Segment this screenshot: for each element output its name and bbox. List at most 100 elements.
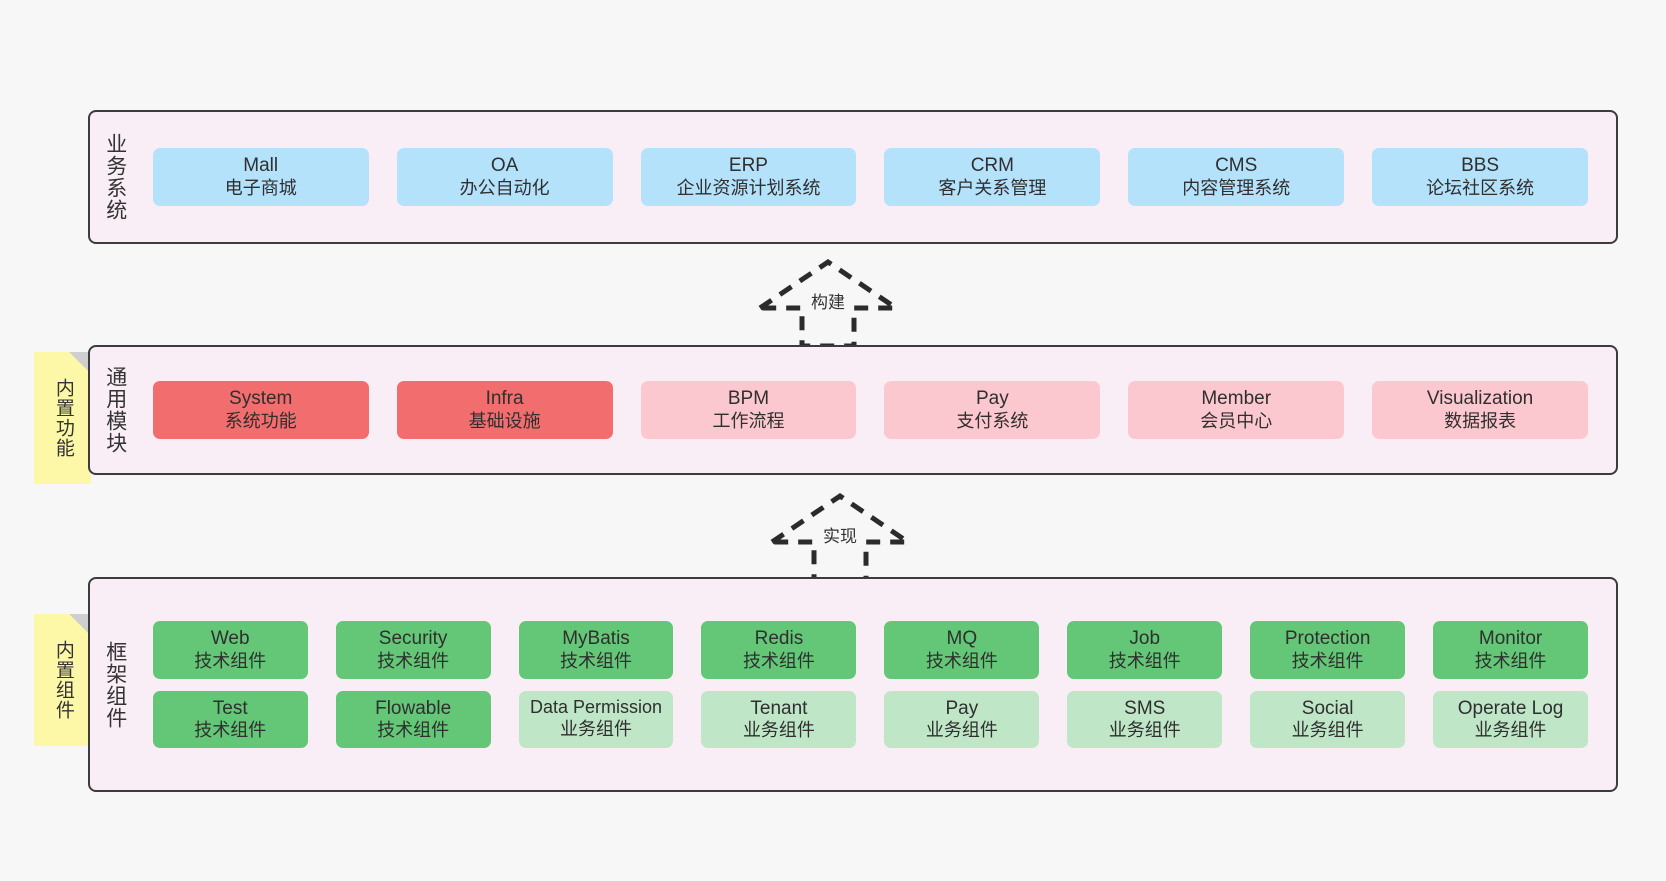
node-cms[interactable]: CMS 内容管理系统 — [1128, 148, 1345, 206]
node-bbs[interactable]: BBS 论坛社区系统 — [1372, 148, 1589, 206]
framework-row-business: Test 技术组件 Flowable 技术组件 Data Permission … — [139, 690, 1602, 748]
node-subtitle: 支付系统 — [956, 410, 1029, 431]
node-subtitle: 业务组件 — [560, 719, 633, 740]
node-subtitle: 技术组件 — [742, 650, 815, 671]
node-subtitle: 技术组件 — [377, 650, 450, 671]
node-title: BBS — [1461, 155, 1500, 177]
node-mybatis[interactable]: MyBatis 技术组件 — [518, 621, 674, 679]
node-oa[interactable]: OA 办公自动化 — [396, 148, 613, 206]
connector-build: 构建 — [758, 258, 898, 348]
node-tenant[interactable]: Tenant 业务组件 — [701, 690, 857, 748]
layer-label-business-systems: 业务系统 — [103, 133, 127, 221]
node-operate-log[interactable]: Operate Log 业务组件 — [1433, 690, 1589, 748]
node-title: Security — [378, 628, 448, 650]
node-flowable[interactable]: Flowable 技术组件 — [335, 690, 491, 748]
node-test[interactable]: Test 技术组件 — [152, 690, 308, 748]
node-subtitle: 业务组件 — [1291, 719, 1364, 740]
node-subtitle: 办公自动化 — [459, 177, 550, 198]
node-title: ERP — [728, 155, 768, 177]
node-crm[interactable]: CRM 客户关系管理 — [884, 148, 1101, 206]
connector-implement: 实现 — [770, 492, 910, 582]
node-title: OA — [490, 155, 519, 177]
node-member[interactable]: Member 会员中心 — [1128, 381, 1345, 439]
node-title: Protection — [1284, 628, 1371, 650]
layer-business-systems: 业务系统 Mall 电子商城 OA 办公自动化 ERP 企业资源计划系统 CRM… — [88, 110, 1618, 244]
layer-common-modules: 通用模块 System 系统功能 Infra 基础设施 BPM 工作流程 Pay… — [88, 345, 1618, 475]
node-subtitle: 会员中心 — [1200, 410, 1273, 431]
node-mq[interactable]: MQ 技术组件 — [884, 621, 1040, 679]
layer-items-common-modules: System 系统功能 Infra 基础设施 BPM 工作流程 Pay 支付系统… — [133, 381, 1616, 439]
node-data-permission[interactable]: Data Permission 业务组件 — [518, 690, 674, 748]
connector-build-label: 构建 — [811, 293, 845, 312]
node-subtitle: 技术组件 — [925, 650, 998, 671]
node-title: Operate Log — [1457, 697, 1564, 719]
node-subtitle: 技术组件 — [1474, 650, 1547, 671]
node-title: CMS — [1215, 155, 1258, 177]
node-title: BPM — [727, 388, 770, 410]
layer-label-framework-components: 框架组件 — [103, 640, 127, 729]
node-bpm[interactable]: BPM 工作流程 — [640, 381, 857, 439]
node-system[interactable]: System 系统功能 — [152, 381, 369, 439]
up-arrow-dashed-icon — [770, 492, 910, 582]
node-title: Member — [1201, 388, 1272, 410]
node-social[interactable]: Social 业务组件 — [1250, 690, 1406, 748]
node-pay-component[interactable]: Pay 业务组件 — [884, 690, 1040, 748]
node-title: Tenant — [750, 697, 808, 719]
node-title: Infra — [485, 388, 524, 410]
node-subtitle: 客户关系管理 — [938, 177, 1047, 198]
node-title: Redis — [754, 628, 804, 650]
node-title: System — [229, 388, 293, 410]
node-title: Mall — [243, 155, 279, 177]
node-title: Job — [1129, 628, 1161, 650]
folded-corner-icon — [69, 352, 91, 374]
node-subtitle: 内容管理系统 — [1182, 177, 1291, 198]
node-sms[interactable]: SMS 业务组件 — [1067, 690, 1223, 748]
node-title: SMS — [1124, 697, 1166, 719]
node-subtitle: 企业资源计划系统 — [676, 177, 821, 198]
connector-implement-label: 实现 — [823, 527, 857, 546]
node-protection[interactable]: Protection 技术组件 — [1250, 621, 1406, 679]
node-subtitle: 业务组件 — [1474, 719, 1547, 740]
node-pay[interactable]: Pay 支付系统 — [884, 381, 1101, 439]
node-subtitle: 业务组件 — [1108, 719, 1181, 740]
sticky-note-text: 内置功能 — [52, 378, 74, 458]
layer-label-common-modules: 通用模块 — [103, 366, 127, 454]
node-web[interactable]: Web 技术组件 — [152, 621, 308, 679]
node-subtitle: 电子商城 — [224, 177, 297, 198]
node-subtitle: 技术组件 — [560, 650, 633, 671]
node-job[interactable]: Job 技术组件 — [1067, 621, 1223, 679]
node-subtitle: 技术组件 — [1291, 650, 1364, 671]
node-erp[interactable]: ERP 企业资源计划系统 — [640, 148, 857, 206]
framework-row-technical: Web 技术组件 Security 技术组件 MyBatis 技术组件 Redi… — [139, 621, 1602, 679]
node-subtitle: 技术组件 — [1108, 650, 1181, 671]
node-infra[interactable]: Infra 基础设施 — [396, 381, 613, 439]
node-subtitle: 数据报表 — [1444, 410, 1517, 431]
node-title: Pay — [975, 388, 1009, 410]
node-subtitle: 技术组件 — [194, 719, 267, 740]
node-subtitle: 系统功能 — [224, 410, 297, 431]
layer-items-business-systems: Mall 电子商城 OA 办公自动化 ERP 企业资源计划系统 CRM 客户关系… — [133, 148, 1616, 206]
node-title: Test — [212, 697, 248, 719]
sticky-note-text: 内置组件 — [52, 640, 74, 720]
node-visualization[interactable]: Visualization 数据报表 — [1372, 381, 1589, 439]
node-subtitle: 技术组件 — [377, 719, 450, 740]
node-title: Social — [1301, 697, 1354, 719]
node-mall[interactable]: Mall 电子商城 — [152, 148, 369, 206]
node-title: Web — [210, 628, 250, 650]
sticky-note-builtin-components: 内置组件 — [34, 614, 91, 746]
layer-items-framework-components: Web 技术组件 Security 技术组件 MyBatis 技术组件 Redi… — [133, 621, 1616, 748]
node-title: Flowable — [375, 697, 452, 719]
sticky-note-builtin-features: 内置功能 — [34, 352, 91, 484]
up-arrow-dashed-icon — [758, 258, 898, 348]
node-title: Data Permission — [530, 697, 663, 718]
node-title: CRM — [970, 155, 1014, 177]
node-redis[interactable]: Redis 技术组件 — [701, 621, 857, 679]
node-subtitle: 基础设施 — [468, 410, 541, 431]
node-title: MyBatis — [562, 628, 630, 650]
node-subtitle: 技术组件 — [194, 650, 267, 671]
node-title: MQ — [946, 628, 978, 650]
node-monitor[interactable]: Monitor 技术组件 — [1433, 621, 1589, 679]
node-subtitle: 工作流程 — [712, 410, 785, 431]
node-security[interactable]: Security 技术组件 — [335, 621, 491, 679]
